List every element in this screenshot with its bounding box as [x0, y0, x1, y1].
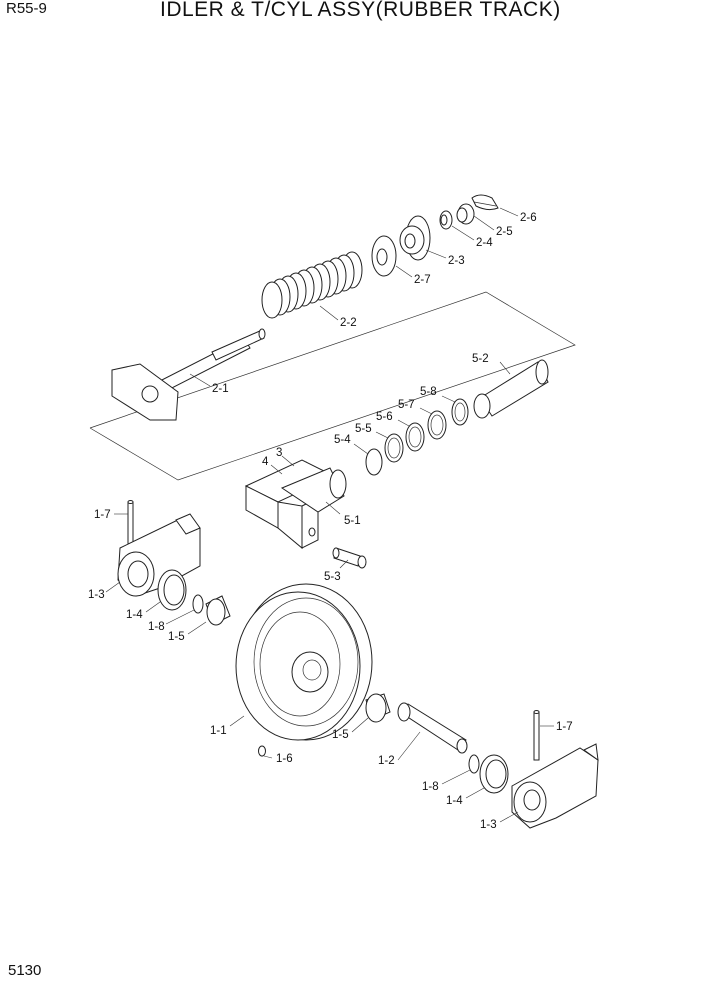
label-3: 3 [276, 447, 282, 459]
label-1-7-lower: 1-7 [556, 721, 573, 733]
pin-1-7-upper [127, 500, 134, 549]
label-5-5: 5-5 [355, 423, 372, 435]
label-1-1: 1-1 [210, 725, 227, 737]
label-1-5-lower: 1-5 [332, 729, 349, 741]
label-5-7: 5-7 [398, 399, 415, 411]
label-1-3-upper: 1-3 [88, 589, 105, 601]
label-2-2: 2-2 [340, 317, 357, 329]
label-1-5-upper: 1-5 [168, 631, 185, 643]
spring-seat-2-3 [399, 215, 431, 261]
label-2-5: 2-5 [496, 226, 513, 238]
diagram-title: IDLER & T/CYL ASSY(RUBBER TRACK) [160, 0, 561, 21]
label-5-8: 5-8 [420, 386, 437, 398]
label-1-3-lower: 1-3 [480, 819, 497, 831]
pin-1-7-lower [533, 710, 540, 761]
washer-2-4 [439, 210, 453, 230]
bushing-1-5-lower [365, 693, 391, 723]
split-pin-2-6 [471, 194, 499, 211]
label-1-4-upper: 1-4 [126, 609, 143, 621]
label-1-8-lower: 1-8 [422, 781, 439, 793]
idler-wheel-1-1 [235, 583, 373, 741]
valve-5-3 [332, 547, 367, 569]
nut-2-5 [456, 203, 475, 225]
label-1-2: 1-2 [378, 755, 395, 767]
plate-2-7 [371, 235, 397, 277]
cylinder-5-1 [244, 459, 347, 550]
rod-2-1 [111, 328, 266, 421]
seal-1-4-lower [479, 754, 509, 794]
label-2-3: 2-3 [448, 255, 465, 267]
model-code: R55-9 [6, 0, 47, 17]
bushing-1-5-upper [205, 595, 231, 626]
o-ring-1-8-lower [468, 754, 480, 774]
label-5-2: 5-2 [472, 353, 489, 365]
bracket-1-3-lower [511, 743, 599, 829]
plug-1-6 [258, 745, 266, 757]
ring-5-8 [451, 398, 469, 426]
o-ring-5-4 [365, 448, 383, 476]
label-4: 4 [262, 456, 269, 468]
label-5-3: 5-3 [324, 571, 341, 583]
label-2-7: 2-7 [414, 274, 431, 286]
label-1-8-upper: 1-8 [148, 621, 165, 633]
label-5-6: 5-6 [376, 411, 393, 423]
assembly-boundary [89, 291, 576, 481]
label-5-4: 5-4 [334, 434, 351, 446]
label-2-1: 2-1 [212, 383, 229, 395]
label-1-4-lower: 1-4 [446, 795, 463, 807]
label-2-6: 2-6 [520, 212, 537, 224]
shaft-1-2 [397, 702, 468, 754]
label-5-1: 5-1 [344, 515, 361, 527]
label-2-4: 2-4 [476, 237, 493, 249]
spring-2-2 [261, 251, 363, 319]
seal-1-4-upper [157, 569, 187, 611]
label-1-7-upper: 1-7 [94, 509, 111, 521]
tube-5-2 [473, 359, 549, 419]
o-ring-1-8-upper [192, 594, 204, 614]
page-number: 5130 [8, 962, 42, 979]
leader-lines [105, 207, 554, 823]
label-1-6: 1-6 [276, 753, 293, 765]
